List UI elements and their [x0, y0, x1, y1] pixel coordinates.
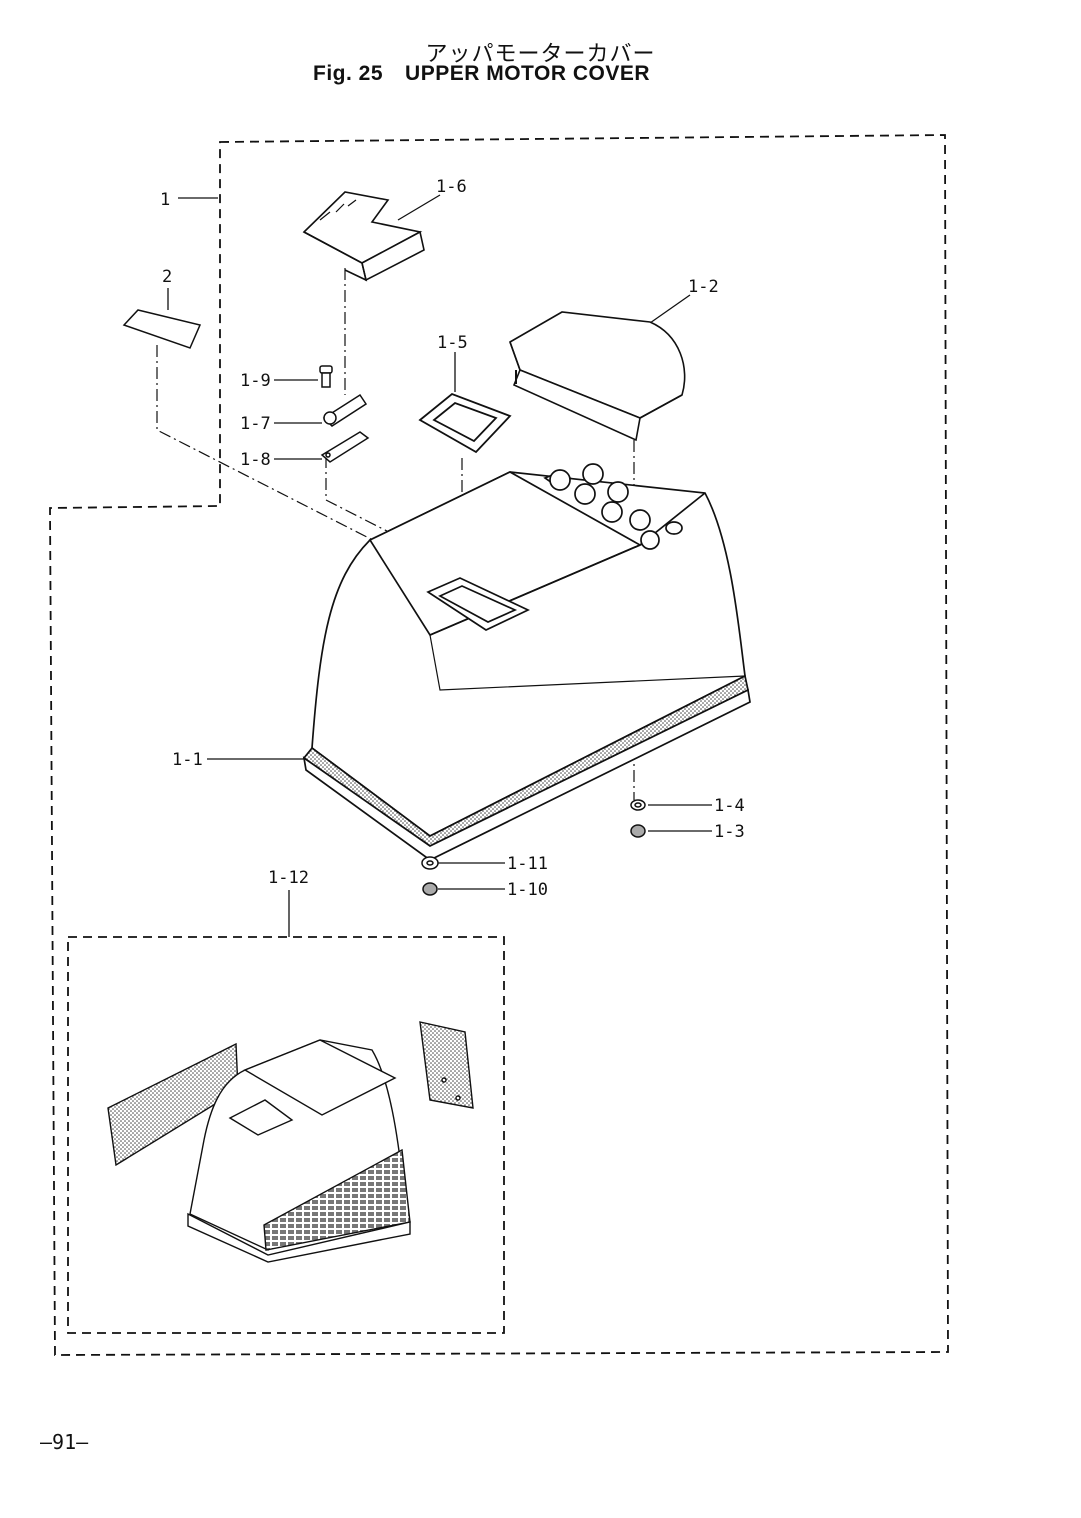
page-number: —91—	[40, 1430, 89, 1454]
cover-part-1-2	[509, 311, 686, 442]
callout-label: 1	[160, 190, 170, 210]
callout-label: 1-12	[268, 868, 309, 888]
callout-label: 1-10	[507, 880, 548, 900]
decal-part-2	[122, 309, 202, 349]
lid-part-1-6	[302, 191, 425, 282]
callout-labels: 1 1-6 2 1-2 1-5 1-9 1-7 1-8 1-1 1-4 1-3 …	[160, 177, 745, 900]
main-cover-part-1-1	[302, 463, 751, 861]
callout-label: 1-7	[240, 414, 271, 434]
callout-label: 1-6	[436, 177, 467, 197]
inset-boundary	[67, 936, 505, 1334]
nuts-washers	[421, 799, 646, 896]
callout-label: 1-3	[714, 822, 745, 842]
inset-decals	[107, 1021, 474, 1263]
title-japanese: アッパモーターカバー	[425, 42, 656, 67]
figure-title: Fig. 25 UPPER MOTOR COVER	[313, 62, 650, 86]
callout-label: 1-9	[240, 371, 271, 391]
callout-label: 1-2	[688, 277, 719, 297]
fasteners-group	[319, 365, 370, 463]
callout-label: 1-1	[172, 750, 203, 770]
callout-label: 1-5	[437, 333, 468, 353]
callout-label: 1-4	[714, 796, 745, 816]
callout-label: 2	[162, 267, 172, 287]
figure-number: Fig. 25	[313, 62, 384, 85]
figure-title-en: UPPER MOTOR COVER	[405, 62, 651, 85]
assembly-boundary	[49, 134, 949, 1356]
callout-label: 1-11	[507, 854, 548, 874]
callout-label: 1-8	[240, 450, 271, 470]
seal-ring-part-1-5	[418, 392, 512, 454]
